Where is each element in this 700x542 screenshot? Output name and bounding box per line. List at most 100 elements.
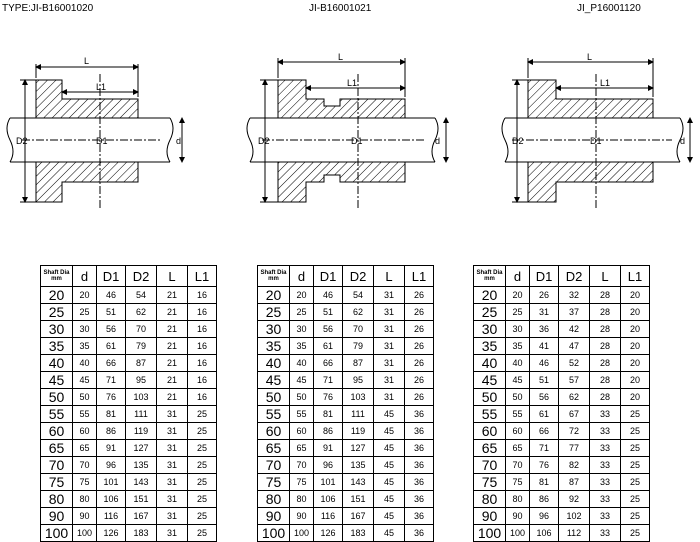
table-cell: 90 xyxy=(40,507,73,525)
table-cell: 111 xyxy=(125,405,157,423)
table-cell: 35 xyxy=(473,337,506,355)
table-cell: 25 xyxy=(187,456,217,474)
table-cell: 96 xyxy=(96,456,126,474)
dim-d-1: d xyxy=(176,136,181,146)
column-header: Shaft Dia mm xyxy=(40,265,73,287)
table-cell: 20 xyxy=(72,286,97,304)
table-cell: 62 xyxy=(125,303,157,321)
table-cell: 126 xyxy=(313,524,343,542)
table-cell: 60 xyxy=(257,422,290,440)
table-cell: 46 xyxy=(96,286,126,304)
dim-D2-3: D2 xyxy=(512,136,524,146)
table-cell: 87 xyxy=(558,473,590,491)
table-cell: 70 xyxy=(125,320,157,338)
table-cell: 35 xyxy=(257,337,290,355)
table-cell: 20 xyxy=(289,286,314,304)
table-cell: 65 xyxy=(40,439,73,457)
table-cell: 36 xyxy=(404,439,434,457)
table-cell: 35 xyxy=(40,337,73,355)
table-cell: 25 xyxy=(620,405,650,423)
table-cell: 45 xyxy=(373,473,405,491)
table-cell: 20 xyxy=(620,303,650,321)
table-cell: 25 xyxy=(187,439,217,457)
table-cell: 95 xyxy=(342,371,374,389)
table-cell: 60 xyxy=(505,422,530,440)
table-cell: 101 xyxy=(96,473,126,491)
table-cell: 80 xyxy=(72,490,97,508)
table-cell: 45 xyxy=(373,456,405,474)
table-cell: 55 xyxy=(40,405,73,423)
table-cell: 75 xyxy=(40,473,73,491)
table-cell: 35 xyxy=(505,337,530,355)
table-cell: 55 xyxy=(257,405,290,423)
column-header: D2 xyxy=(558,265,590,287)
table-cell: 16 xyxy=(187,371,217,389)
table-cell: 86 xyxy=(313,422,343,440)
table-cell: 101 xyxy=(313,473,343,491)
table-cell: 60 xyxy=(289,422,314,440)
drawing-3 xyxy=(501,58,693,210)
table-cell: 31 xyxy=(156,490,188,508)
table-cell: 55 xyxy=(473,405,506,423)
table-cell: 71 xyxy=(529,439,559,457)
table-cell: 36 xyxy=(404,456,434,474)
table-cell: 112 xyxy=(558,524,590,542)
table-cell: 106 xyxy=(96,490,126,508)
table-cell: 50 xyxy=(505,388,530,406)
table-cell: 31 xyxy=(156,473,188,491)
drawing-title-3: JI_P16001120 xyxy=(577,3,641,14)
table-cell: 30 xyxy=(40,320,73,338)
table-cell: 25 xyxy=(620,524,650,542)
table-cell: 65 xyxy=(257,439,290,457)
table-cell: 45 xyxy=(40,371,73,389)
dim-D2-2: D2 xyxy=(258,136,270,146)
table-cell: 20 xyxy=(620,320,650,338)
table-cell: 33 xyxy=(589,422,621,440)
table-cell: 45 xyxy=(373,439,405,457)
table-cell: 21 xyxy=(156,303,188,321)
table-cell: 20 xyxy=(473,286,506,304)
table-cell: 16 xyxy=(187,337,217,355)
table-cell: 70 xyxy=(40,456,73,474)
table-cell: 25 xyxy=(187,490,217,508)
table-cell: 143 xyxy=(342,473,374,491)
table-cell: 26 xyxy=(404,388,434,406)
table-cell: 70 xyxy=(342,320,374,338)
table-cell: 45 xyxy=(373,422,405,440)
table-cell: 33 xyxy=(589,524,621,542)
dim-d-2: d xyxy=(435,136,440,146)
table-cell: 95 xyxy=(125,371,157,389)
table-cell: 127 xyxy=(125,439,157,457)
drawing-title-1: TYPE:JI-B16001020 xyxy=(2,3,94,14)
table-cell: 60 xyxy=(72,422,97,440)
table-cell: 25 xyxy=(620,456,650,474)
table-cell: 65 xyxy=(289,439,314,457)
table-cell: 67 xyxy=(558,405,590,423)
table-cell: 45 xyxy=(373,405,405,423)
table-cell: 21 xyxy=(156,371,188,389)
table-cell: 40 xyxy=(40,354,73,372)
table-cell: 90 xyxy=(257,507,290,525)
table-cell: 20 xyxy=(620,354,650,372)
table-cell: 31 xyxy=(373,320,405,338)
table-cell: 111 xyxy=(342,405,374,423)
table-cell: 100 xyxy=(289,524,314,542)
table-cell: 28 xyxy=(589,303,621,321)
table-cell: 50 xyxy=(72,388,97,406)
